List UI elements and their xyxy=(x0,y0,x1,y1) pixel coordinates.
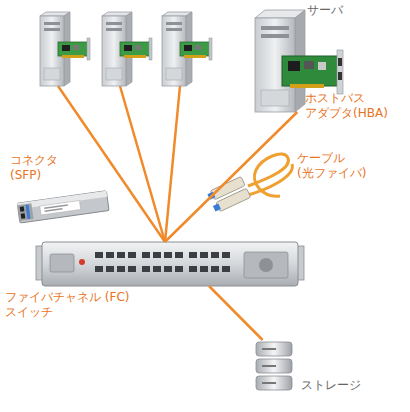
storage-illustration xyxy=(256,342,292,390)
part-label: ホストバス アダプタ(HBA) xyxy=(305,91,397,121)
fc-cable-line xyxy=(58,86,180,242)
fc-cable-connector xyxy=(209,286,263,340)
sfp-illustration xyxy=(17,191,109,223)
switch-node: ファイバチャネル (FC)スイッチ xyxy=(40,242,300,286)
node-label: サーバ xyxy=(307,3,367,18)
part-label: ケーブル (光ファイバ) xyxy=(297,151,387,181)
storage-node: ストレージ xyxy=(255,340,293,392)
fc-cable-connector xyxy=(165,112,297,242)
part-label: コネクタ (SFP) xyxy=(10,153,72,183)
cable-illustration xyxy=(207,154,293,213)
node-label: ストレージ xyxy=(301,378,391,393)
switch-illustration xyxy=(36,242,304,286)
node-label: ファイバチャネル (FC)スイッチ xyxy=(5,290,130,320)
